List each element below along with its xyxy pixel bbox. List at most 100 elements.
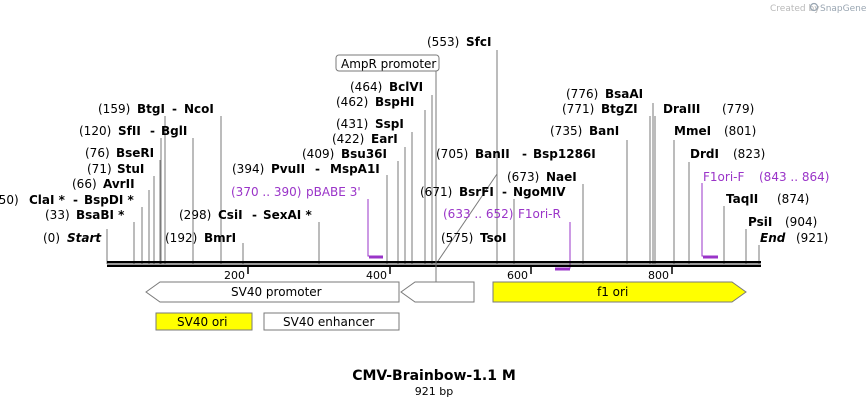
primer-range: (843 .. 864) — [759, 170, 829, 184]
site-name: NaeI — [546, 170, 577, 184]
site-pos: (801) — [724, 124, 756, 138]
svg-text:-: - — [522, 147, 527, 161]
site-btgzi[interactable]: (771) BtgZI — [562, 102, 638, 116]
site-name-2: NgoMIV — [513, 185, 566, 199]
site-name: PsiI — [748, 215, 772, 229]
snapgene-logo-icon — [809, 2, 819, 12]
site-name-2: SexAI * — [263, 208, 312, 222]
site-name-2: Bsp1286I — [533, 147, 596, 161]
ampr-promoter-label: AmpR promoter — [341, 57, 436, 71]
axis-tick-label: 400 — [366, 269, 387, 282]
site-banii[interactable]: (705) BanII - Bsp1286I — [436, 147, 596, 161]
site-end[interactable]: End (921) — [760, 231, 828, 245]
site-name: DraIII — [663, 102, 700, 116]
site-bsrfi[interactable]: (671) BsrFI - NgoMIV — [420, 185, 566, 199]
site-bsphi[interactable]: (462) BspHI — [336, 95, 414, 109]
site-bsaai[interactable]: (776) BsaAI — [566, 87, 643, 101]
primer-pbabe3[interactable]: (370 .. 390) pBABE 3' — [231, 185, 361, 199]
site-name-2: BglI — [161, 124, 187, 138]
svg-text:-: - — [150, 124, 155, 138]
site-tsoi[interactable]: (575) TsoI — [441, 231, 506, 245]
f1-ori-feature[interactable]: f1 ori — [492, 281, 747, 303]
site-csii[interactable]: (298) CsiI - SexAI * — [179, 208, 312, 222]
site-pos: (735) — [550, 124, 582, 138]
site-pos: (575) — [441, 231, 473, 245]
site-bani[interactable]: (735) BanI — [550, 124, 619, 138]
site-pvuii[interactable]: (394) PvuII - MspA1I — [232, 162, 380, 176]
site-taqii[interactable]: TaqII (874) — [726, 192, 809, 206]
site-name: SspI — [375, 117, 404, 131]
site-name: BsaAI — [605, 87, 643, 101]
site-pos: (904) — [785, 215, 817, 229]
primer-f1ori-f[interactable]: F1ori-F (843 .. 864) — [703, 170, 829, 184]
site-naei[interactable]: (673) NaeI — [507, 170, 577, 184]
sv40-promoter-feature[interactable]: SV40 promoter — [145, 281, 475, 303]
primer-range: (633 .. 652) — [443, 207, 513, 221]
site-bmri[interactable]: (192) BmrI — [165, 231, 236, 245]
site-name: StuI — [117, 162, 144, 176]
site-name: BclVI — [389, 80, 423, 94]
site-pos: (705) — [436, 147, 468, 161]
site-avrii[interactable]: (66) AvrII — [72, 177, 135, 191]
site-name: SfII — [118, 124, 141, 138]
site-name: Bsu36I — [341, 147, 387, 161]
site-stui[interactable]: (71) StuI — [87, 162, 144, 176]
site-bsabi[interactable]: (33) BsaBI * — [45, 208, 125, 222]
site-name: MmeI — [674, 124, 711, 138]
svg-text:-: - — [172, 102, 177, 116]
credit-brand: SnapGene — [820, 4, 867, 14]
site-pos: (671) — [420, 185, 452, 199]
credit-prefix: Created by — [770, 4, 820, 14]
sequence-backbone — [107, 261, 761, 267]
site-name: BsrFI — [459, 185, 494, 199]
site-start[interactable]: (0) Start — [43, 231, 102, 245]
map-length: 921 bp — [415, 385, 453, 398]
site-drdi[interactable]: DrdI (823) — [690, 147, 765, 161]
site-eari[interactable]: (422) EarI — [332, 132, 398, 146]
site-pos: (422) — [332, 132, 364, 146]
site-name: DrdI — [690, 147, 719, 161]
ampr-promoter-feature[interactable]: AmpR promoter — [335, 54, 440, 284]
site-name-2: BspDI * — [84, 193, 134, 207]
axis-ticks — [247, 267, 673, 274]
site-sspi[interactable]: (431) SspI — [336, 117, 404, 131]
site-sfci[interactable]: (553) SfcI — [427, 35, 491, 49]
site-name: Start — [67, 231, 102, 245]
site-bsu36i[interactable]: (409) Bsu36I — [302, 147, 387, 161]
site-mmei[interactable]: MmeI (801) — [674, 124, 756, 138]
site-name: AvrII — [103, 177, 135, 191]
site-clai[interactable]: (50) ClaI * - BspDI * — [0, 193, 134, 207]
site-name: BseRI — [116, 146, 154, 160]
primer-name: pBABE 3' — [306, 185, 361, 199]
sv40-ori-feature[interactable]: SV40 ori — [155, 312, 253, 331]
primer-range: (370 .. 390) — [231, 185, 301, 199]
axis-tick-label: 600 — [507, 269, 528, 282]
site-pos: (33) — [45, 208, 70, 222]
site-sfii[interactable]: (120) SfII - BglI — [79, 124, 187, 138]
site-beseri[interactable]: (76) BseRI — [85, 146, 154, 160]
site-bclvi[interactable]: (464) BclVI — [350, 80, 423, 94]
site-name: TsoI — [480, 231, 506, 245]
site-name: EarI — [371, 132, 398, 146]
svg-text:-: - — [252, 208, 257, 222]
site-name: BanII — [475, 147, 510, 161]
svg-text:-: - — [73, 193, 78, 207]
site-name: SfcI — [466, 35, 491, 49]
primer-f1ori-r[interactable]: (633 .. 652) F1ori-R — [443, 207, 561, 221]
site-name: BanI — [589, 124, 619, 138]
site-leader-lines — [106, 50, 760, 265]
site-pos: (394) — [232, 162, 264, 176]
site-pos: (673) — [507, 170, 539, 184]
site-pos: (0) — [43, 231, 60, 245]
primer-name: F1ori-F — [703, 170, 744, 184]
site-btgi[interactable]: (159) BtgI - NcoI — [98, 102, 214, 116]
site-pos: (874) — [777, 192, 809, 206]
site-draiii[interactable]: DraIII (779) — [663, 102, 754, 116]
sv40-enhancer-label: SV40 enhancer — [283, 315, 374, 329]
site-pos: (779) — [722, 102, 754, 116]
site-pos: (823) — [733, 147, 765, 161]
sv40-enhancer-feature[interactable]: SV40 enhancer — [263, 312, 400, 331]
site-pos: (464) — [350, 80, 382, 94]
site-psii[interactable]: PsiI (904) — [748, 215, 817, 229]
